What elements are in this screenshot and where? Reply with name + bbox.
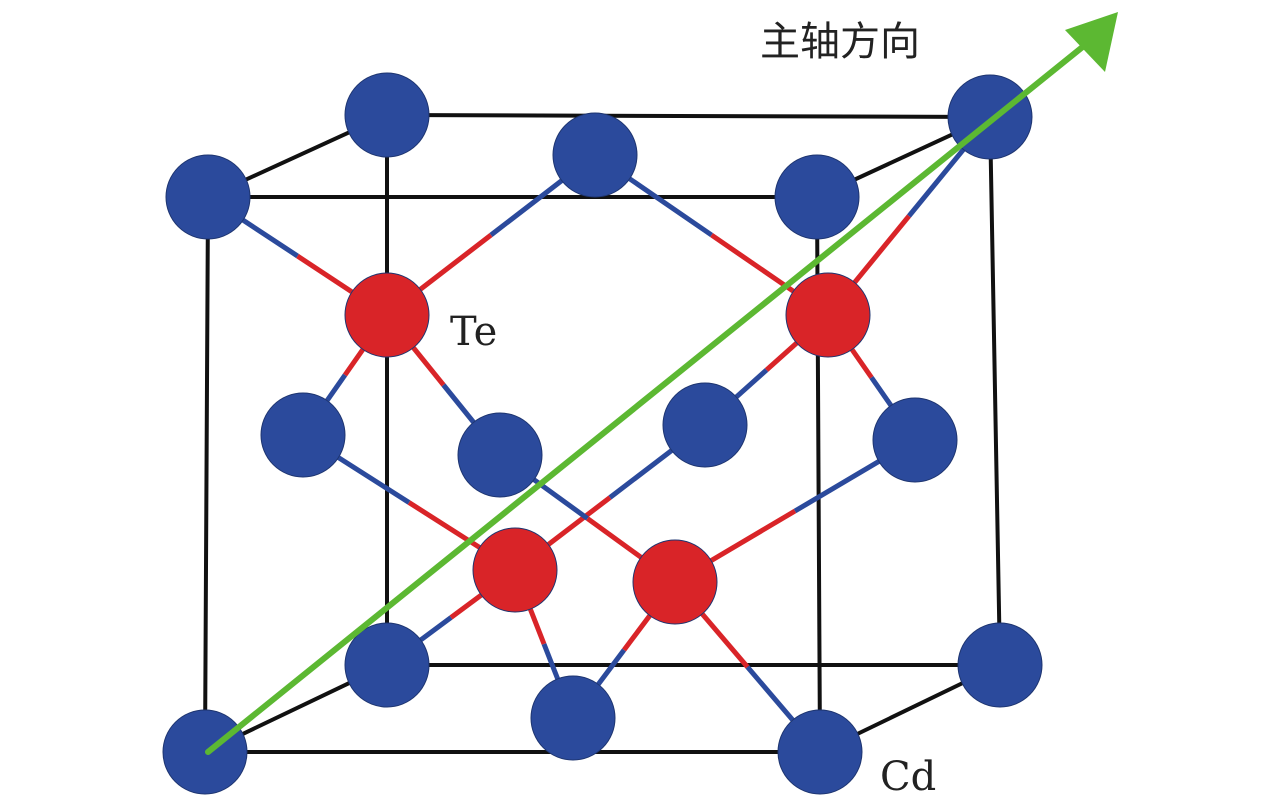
cd-atom [165, 154, 251, 240]
cd-atom [530, 675, 616, 761]
te-atom [632, 539, 718, 625]
cd-atom [777, 709, 863, 795]
cd-atom [344, 72, 430, 158]
te-label: Te [450, 309, 497, 355]
te-atom [785, 272, 871, 358]
cd-atom [872, 397, 958, 483]
axis-direction-label: 主轴方向 [760, 19, 920, 65]
atoms [162, 72, 1043, 795]
cd-atom [344, 622, 430, 708]
cd-atom [774, 154, 860, 240]
cd-atom [457, 412, 543, 498]
te-atom [344, 272, 430, 358]
cd-label: Cd [880, 754, 936, 800]
principal-axis-arrow [205, 12, 1118, 755]
cd-atom [957, 622, 1043, 708]
cd-atom [552, 112, 638, 198]
cd-atom [662, 382, 748, 468]
te-atom [472, 527, 558, 613]
cd-atom [260, 392, 346, 478]
